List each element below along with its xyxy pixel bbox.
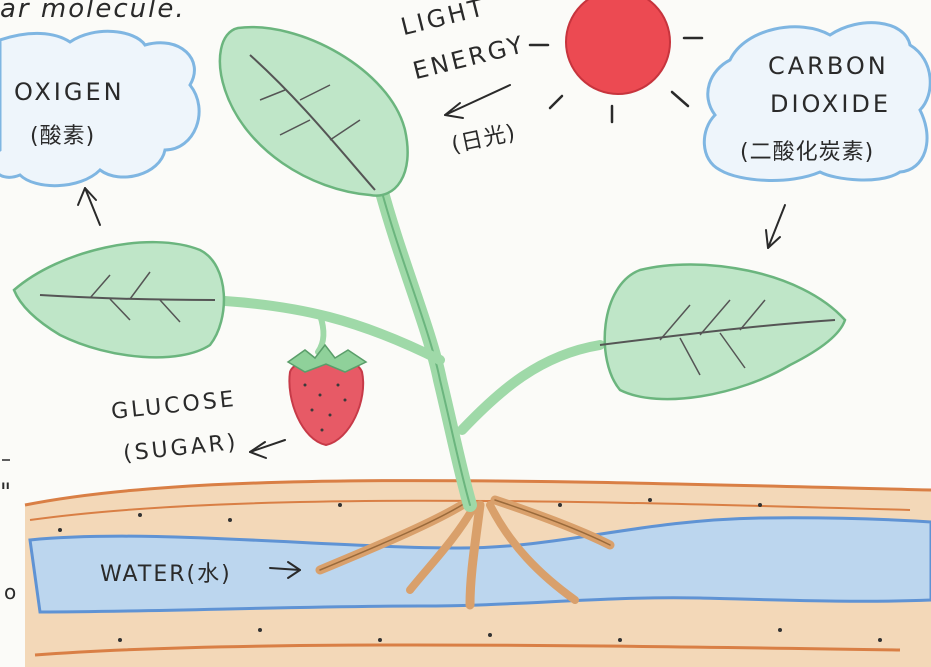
carbon-dioxide-jp: (二酸化炭素) (740, 134, 874, 166)
leaf-right (600, 264, 845, 399)
carbon-dioxide-line1: CARBON (768, 52, 889, 80)
oxygen-label: OXIGEN (14, 78, 125, 106)
carbon-dioxide-line2: DIOXIDE (770, 90, 891, 118)
arrow-to-glucose (250, 440, 285, 452)
oxygen-label-jp: (酸素) (30, 118, 95, 150)
margin-quote-mark: " (0, 478, 11, 506)
leaf-left (14, 242, 224, 357)
strawberry (288, 345, 366, 445)
plant-stem (210, 185, 600, 505)
leaf-top (220, 27, 408, 195)
top-note-text: ar molecule. (0, 0, 186, 24)
water-label: WATER(水) (100, 556, 232, 588)
arrow-light-energy (445, 85, 510, 115)
margin-zero-mark: o (4, 580, 16, 604)
sun-icon (530, 0, 702, 122)
cloud-oxygen (0, 31, 199, 185)
arrow-to-oxygen (85, 188, 100, 225)
